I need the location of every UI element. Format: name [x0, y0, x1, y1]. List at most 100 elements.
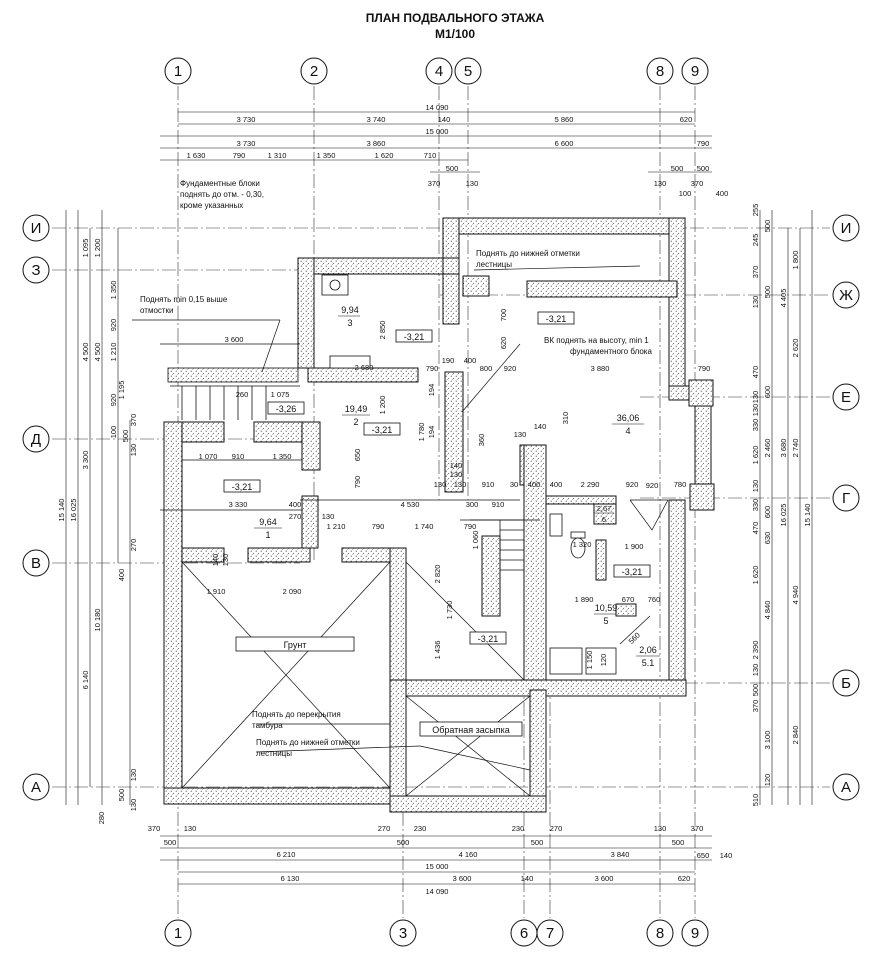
dim-bottom-r2-6: 500: [672, 838, 685, 847]
dim-top-misc-7: 100: [679, 189, 692, 198]
axis-label-top-9: 9: [691, 63, 699, 80]
dim-right-22: 630: [763, 532, 772, 545]
dim-inner-39: 790: [353, 476, 362, 489]
axis-bubble-top-4: [425, 57, 453, 85]
level-mark-room-4: -3,21: [546, 314, 567, 324]
dim-inner-35: 790: [372, 522, 385, 531]
dim-top-r5-1: 790: [233, 151, 246, 160]
dim-bottom-r2-7: 650: [697, 851, 710, 860]
room-label-text: 9,94 3 19,49 2 36,06 4 9,64 1 2,67 6 10,…: [259, 305, 657, 668]
axis-label-bottom-9: 9: [691, 925, 699, 942]
axis-bubble-right-e: [832, 383, 860, 411]
note-vk-line2: фундаментного блока: [570, 347, 652, 356]
axis-label-top-8: 8: [656, 63, 664, 80]
note-tambour-line1: Поднять до перекрытия: [252, 710, 341, 719]
dim-bottom-r1-3: 230: [414, 824, 427, 833]
dim-top-r5-5: 710: [424, 151, 437, 160]
dim-top-r2-4: 620: [680, 115, 693, 124]
dim-left-7: 10 180: [93, 609, 102, 632]
dim-top-total-14090: 14 090: [426, 103, 449, 112]
dim-right-21: 600: [763, 506, 772, 519]
note-foundation-line1: Фундаментные блоки: [180, 179, 260, 188]
axis-label-top-1: 1: [174, 63, 182, 80]
axis-label-left-d: Д: [31, 431, 41, 448]
dim-left-21: 500: [117, 789, 126, 802]
door-swings: [629, 499, 669, 531]
dim-bottom-r4-0: 6 130: [281, 874, 300, 883]
dim-right-19: 470: [751, 522, 760, 535]
dim-inner-23: 130: [434, 480, 447, 489]
dim-inner-28: 400: [289, 500, 302, 509]
dim-bottom-r2-4: 500: [531, 838, 544, 847]
dim-inner-50: 1 320: [573, 540, 592, 549]
axis-bubble-left-d: [22, 425, 50, 453]
dim-top-misc-6: 370: [691, 179, 704, 188]
room-2-number: 2: [353, 417, 358, 427]
label-backfill: Обратная засыпка: [432, 725, 510, 735]
room-labels: [254, 315, 660, 657]
dim-right-3: 370: [751, 266, 760, 279]
dim-bottom-r4-3: 3 600: [595, 874, 614, 883]
dim-inner-2: 1 075: [271, 390, 290, 399]
axis-bubble-right-a: [832, 773, 860, 801]
dim-right-14: 1 620: [751, 446, 760, 465]
dim-inner-49: 780: [674, 480, 687, 489]
room-3-area: 9,94: [341, 305, 359, 315]
dim-right-33: 2 840: [791, 726, 800, 745]
note-stair-bottom-line1: Поднять до нижней отметки: [256, 738, 360, 747]
dim-left-15: 100: [109, 426, 118, 439]
dim-bottom-r2-1: 6 210: [277, 850, 296, 859]
note-foundation-line3: кроме указанных: [180, 201, 243, 210]
axis-bubble-left-a: [22, 773, 50, 801]
axis-bubble-bottom-9: [681, 919, 709, 947]
axis-label-right-zh: Ж: [839, 287, 853, 304]
inner-dimension-text: 3 600 2 680 1 075 260 2 850 1 200 700 62…: [199, 309, 711, 670]
dim-inner-37: 790: [464, 522, 477, 531]
dim-right-16: 3 680: [779, 439, 788, 458]
note-vk-line1: ВК поднять на высоту, min 1: [544, 336, 649, 345]
room-6-area: 2,67: [597, 504, 612, 513]
axis-bubble-bottom-7: [536, 919, 564, 947]
dim-left-12: 920: [109, 394, 118, 407]
dim-right-13: 330: [751, 419, 760, 432]
dim-inner-43: 130: [454, 480, 467, 489]
dim-inner-59: 2 090: [283, 587, 302, 596]
axis-label-bottom-3: 3: [399, 925, 407, 942]
dim-bottom-total-14090: 14 090: [426, 887, 449, 896]
dim-inner-25: 910: [232, 452, 245, 461]
axis-bubble-top-2: [300, 57, 328, 85]
axis-bubble-top-9: [681, 57, 709, 85]
dim-left-23: 280: [97, 812, 106, 825]
dim-bottom-r1-4: 230: [512, 824, 525, 833]
dim-inner-4: 2 850: [378, 321, 387, 340]
axis-label-top-5: 5: [464, 63, 472, 80]
dim-inner-30: 130: [322, 512, 335, 521]
dim-top-misc-3: 500: [671, 164, 684, 173]
dim-inner-9: 400: [464, 356, 477, 365]
room-4-number: 4: [625, 426, 630, 436]
room-5-1-number: 5.1: [642, 658, 655, 668]
note-raise-min-line2: отмостки: [140, 306, 174, 315]
dim-right-31: 370: [751, 700, 760, 713]
dim-top-r2-1: 3 740: [367, 115, 386, 124]
dim-inner-48: 920: [626, 480, 639, 489]
dim-right-17: 2 740: [791, 439, 800, 458]
dim-left-14: 370: [129, 414, 138, 427]
dim-top-misc-0: 500: [446, 164, 459, 173]
dim-right-26: 4 840: [763, 601, 772, 620]
axis-bubble-bottom-1: [164, 919, 192, 947]
dim-right-15: 2 460: [763, 439, 772, 458]
washbasin-icon: [321, 274, 349, 296]
dim-right-34: 120: [763, 774, 772, 787]
dim-bottom-r4-4: 620: [678, 874, 691, 883]
dim-left-18: 270: [129, 539, 138, 552]
dim-inner-57: 1 150: [585, 651, 594, 670]
right-dimension-text: 255 500 245 370 1 800 500 130 4 405 2 62…: [751, 204, 812, 807]
right-dimension-lines: [759, 210, 813, 805]
axis-bubble-top-1: [164, 57, 192, 85]
axis-label-left-a: А: [31, 779, 41, 796]
dim-inner-13: 790: [698, 364, 711, 373]
dim-left-10: 920: [109, 319, 118, 332]
dim-top-r2-0: 3 730: [237, 115, 256, 124]
